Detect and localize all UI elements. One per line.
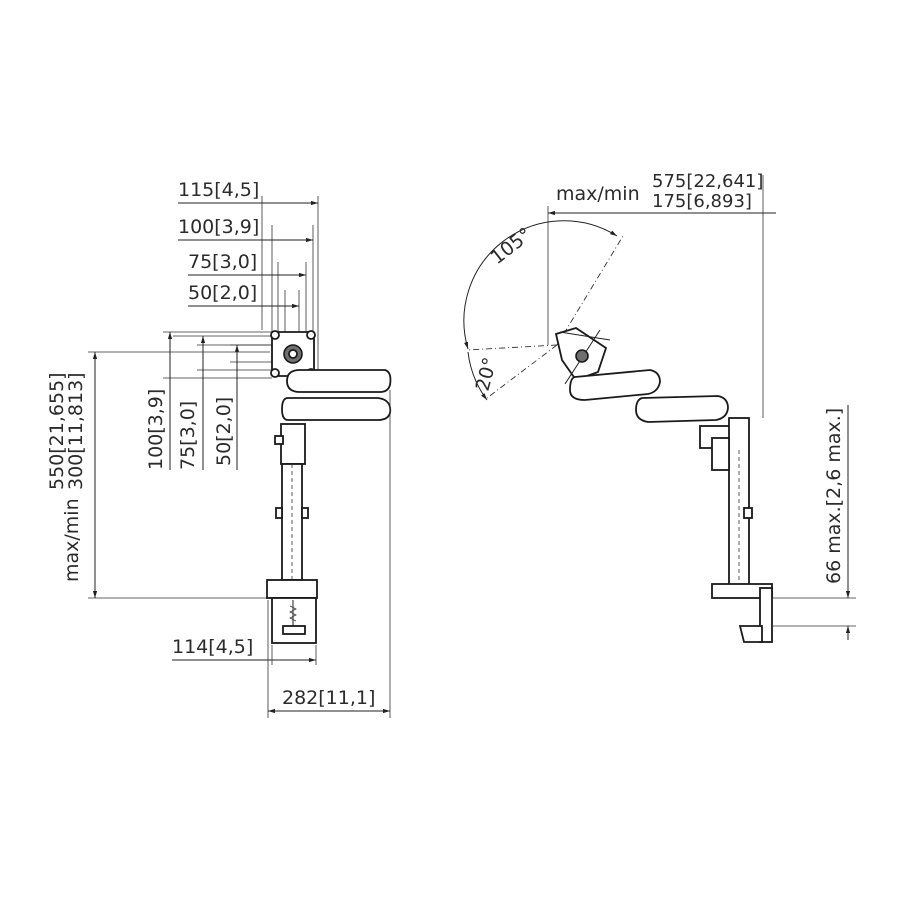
clamp-body [271,597,317,644]
dim-desk-thickness: 66 max.[2,6 max.] [823,408,845,584]
dim-width-75: 75[3,0] [188,251,257,273]
dim-height-50: 50[2,0] [213,397,235,466]
dim-base-depth: 282[11,1] [282,687,375,709]
width-dimensions: 115[4,5] 100[3,9] 75[3,0] 50[2,0] [178,179,319,390]
overall-height-dimension: max/min 550[21,655] 300[11,813] [46,351,270,599]
dim-width-115: 115[4,5] [178,179,259,201]
side-upper-arm [569,369,661,401]
upper-arm [286,369,392,393]
dim-tilt-up: 105° [487,223,537,269]
dim-width-50: 50[2,0] [188,282,257,304]
column-head [280,423,306,465]
clamp-width-dimension: 114[4,5] [172,636,317,665]
reach-dimension: max/min 575[22,641] 175[6,893] [547,171,776,418]
dim-reach-label: max/min [556,183,640,205]
side-lower-arm [635,395,729,423]
dim-height-max: 550[21,655] [46,372,68,490]
dim-height-min: 300[11,813] [65,372,87,490]
vesa-height-dimensions: 100[3,9] 75[3,0] 50[2,0] [145,331,285,470]
dim-reach-max: 575[22,641] [652,171,763,192]
dim-tilt-down: 20° [472,355,502,393]
dim-height-75: 75[3,0] [177,401,199,470]
lower-arm [281,397,392,421]
dim-height-100: 100[3,9] [145,389,167,470]
front-view: 115[4,5] 100[3,9] 75[3,0] 50[2,0] 10 [46,179,392,718]
base-depth-dimension: 282[11,1] [267,390,391,718]
dim-width-100: 100[3,9] [178,216,259,238]
clamp-top [266,579,318,599]
side-view: max/min 575[22,641] 175[6,893] 105° 20° [463,171,856,643]
side-clamp-body [759,587,773,643]
side-mount-drawing [554,327,773,643]
dim-reach-min: 175[6,893] [652,191,752,212]
front-mount-drawing [266,330,392,644]
dim-clamp-width: 114[4,5] [172,636,253,658]
dim-height-label: max/min [61,498,83,582]
tilt-dimensions: 105° 20° [463,220,624,401]
desk-thickness-dimension: 66 max.[2,6 max.] [772,405,856,640]
